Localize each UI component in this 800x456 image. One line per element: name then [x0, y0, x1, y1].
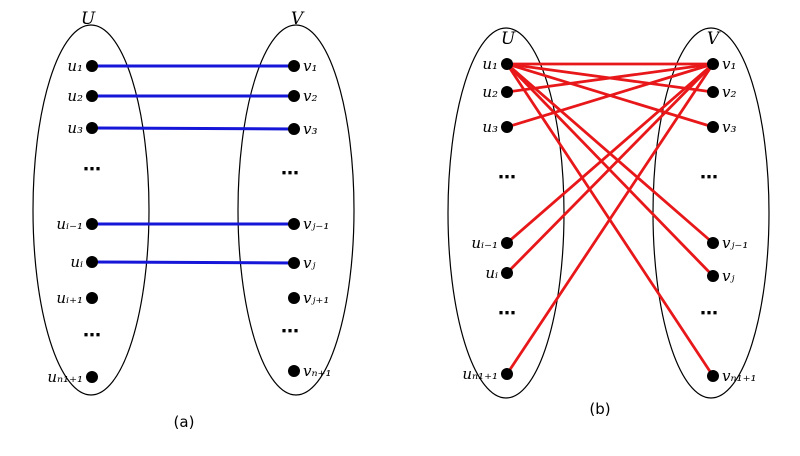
- set-v-label: V: [707, 29, 721, 49]
- node-label-v-2: v₃: [303, 120, 318, 138]
- ellipsis-v: ⋯: [281, 163, 299, 184]
- node-label-u-2: u₃: [482, 118, 498, 136]
- node-label-u-4: uᵢ₋₁: [56, 215, 83, 233]
- edge-u1-v0: [505, 62, 715, 94]
- node-v-4: [288, 218, 300, 230]
- ellipsis-u: ⋯: [498, 303, 516, 324]
- set-v-ellipse: [237, 24, 355, 396]
- node-label-v-5: vⱼ: [722, 267, 734, 285]
- set-u-label: U: [501, 29, 516, 49]
- ellipsis-u: ⋯: [498, 167, 516, 188]
- node-v-4: [707, 237, 719, 249]
- node-u-0: [86, 60, 98, 72]
- node-u-7: [501, 368, 513, 380]
- node-u-4: [86, 218, 98, 230]
- edge-u4-v0: [505, 62, 715, 245]
- set-u-label: U: [81, 9, 96, 29]
- node-label-u-5: uᵢ: [485, 264, 498, 282]
- node-v-6: [288, 292, 300, 304]
- ellipsis-u: ⋯: [83, 325, 101, 346]
- node-u-6: [86, 292, 98, 304]
- node-u-1: [501, 86, 513, 98]
- node-v-1: [707, 86, 719, 98]
- set-v-label: V: [291, 9, 305, 29]
- ellipsis-v: ⋯: [700, 303, 718, 324]
- node-label-u-0: u₁: [482, 55, 498, 73]
- node-v-7: [707, 370, 719, 382]
- node-label-u-0: u₁: [67, 57, 83, 75]
- node-u-5: [86, 256, 98, 268]
- edge-u5-v5: [90, 260, 296, 265]
- set-u-ellipse: [447, 27, 565, 399]
- set-v-ellipse: [652, 27, 770, 399]
- node-label-v-4: vⱼ₋₁: [722, 234, 748, 252]
- node-label-u-2: u₃: [67, 119, 83, 137]
- panel-b: U V u₁u₂u₃⋯uᵢ₋₁uᵢ⋯uₙ₁₊₁v₁v₂v₃⋯vⱼ₋₁vⱼ⋯vₙ₁…: [447, 27, 770, 418]
- node-u-0: [501, 58, 513, 70]
- node-label-u-7: uₙ₁₊₁: [462, 365, 498, 383]
- edge-u5-v0: [505, 62, 715, 275]
- node-v-2: [288, 123, 300, 135]
- edges-a: [90, 64, 296, 265]
- caption-a: (a): [174, 413, 195, 431]
- node-u-8: [86, 371, 98, 383]
- set-u-ellipse: [32, 24, 150, 396]
- node-v-0: [707, 58, 719, 70]
- node-u-2: [501, 121, 513, 133]
- node-label-u-6: uᵢ₊₁: [56, 289, 83, 307]
- edge-u7-v0: [505, 62, 715, 376]
- node-u-2: [86, 122, 98, 134]
- node-label-v-0: v₁: [303, 57, 318, 75]
- caption-b: (b): [589, 400, 610, 418]
- node-v-8: [288, 365, 300, 377]
- node-v-2: [707, 121, 719, 133]
- ellipsis-v: ⋯: [700, 167, 718, 188]
- node-label-v-2: v₃: [722, 118, 737, 136]
- node-label-u-1: u₂: [482, 83, 498, 101]
- node-v-5: [288, 257, 300, 269]
- node-label-v-4: vⱼ₋₁: [303, 215, 329, 233]
- ellipsis-u: ⋯: [83, 159, 101, 180]
- node-label-v-7: vₙ₁₊₁: [722, 367, 757, 385]
- node-u-5: [501, 267, 513, 279]
- node-label-v-6: vⱼ₊₁: [303, 289, 329, 307]
- node-v-1: [288, 90, 300, 102]
- node-label-u-1: u₂: [67, 87, 83, 105]
- nodes-a: u₁u₂u₃⋯uᵢ₋₁uᵢuᵢ₊₁⋯uₙ₁₊₁v₁v₂v₃⋯vⱼ₋₁vⱼvⱼ₊₁…: [47, 57, 331, 386]
- node-label-u-8: uₙ₁₊₁: [47, 368, 83, 386]
- ellipsis-v: ⋯: [281, 321, 299, 342]
- node-v-5: [707, 270, 719, 282]
- node-label-u-4: uᵢ₋₁: [471, 234, 498, 252]
- edge-u2-v2: [90, 126, 296, 131]
- node-v-0: [288, 60, 300, 72]
- node-label-v-5: vⱼ: [303, 254, 315, 272]
- node-u-4: [501, 237, 513, 249]
- node-label-v-1: v₂: [722, 83, 737, 101]
- node-label-u-5: uᵢ: [70, 253, 83, 271]
- panel-a: U V u₁u₂u₃⋯uᵢ₋₁uᵢuᵢ₊₁⋯uₙ₁₊₁v₁v₂v₃⋯vⱼ₋₁vⱼ…: [32, 9, 355, 431]
- node-label-v-1: v₂: [303, 87, 318, 105]
- node-label-v-8: vₙ₊₁: [303, 362, 331, 380]
- node-u-1: [86, 90, 98, 102]
- edges-b: [505, 62, 715, 378]
- edge-u2-v0: [505, 62, 715, 129]
- node-label-v-0: v₁: [722, 55, 737, 73]
